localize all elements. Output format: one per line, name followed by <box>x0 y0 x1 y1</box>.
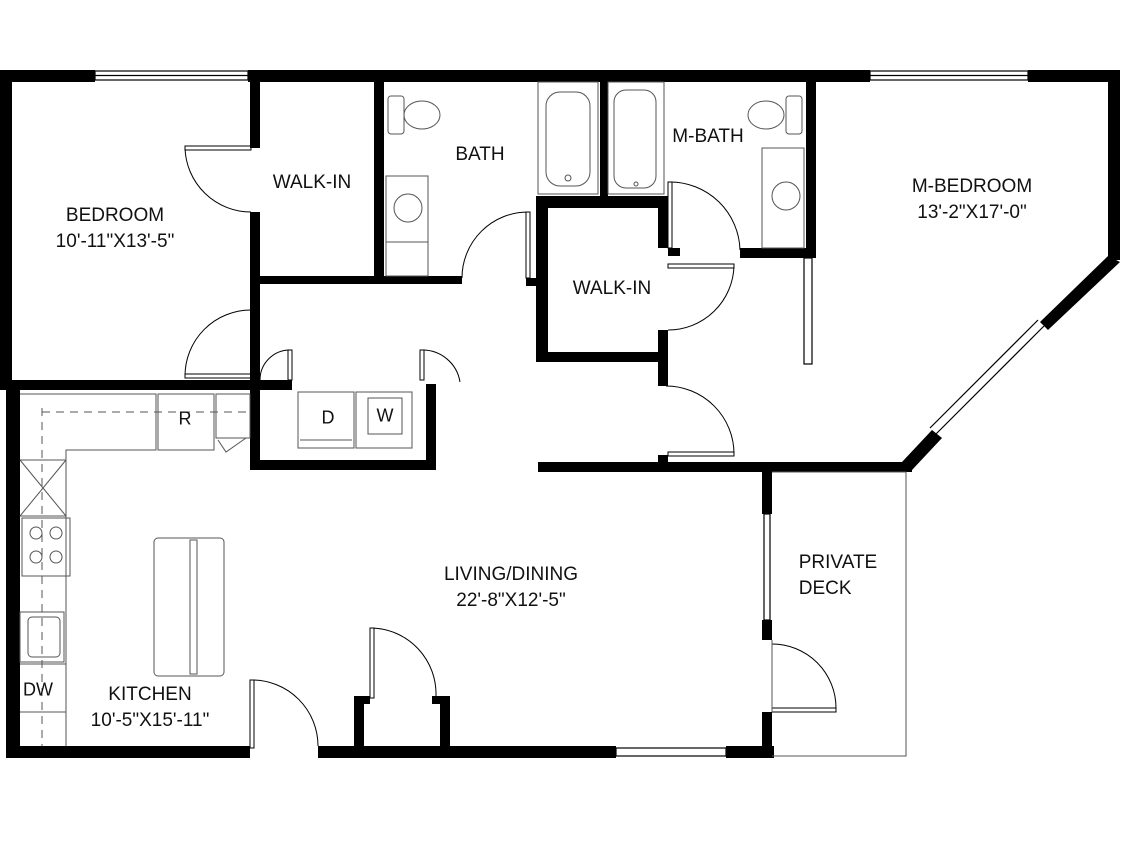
walls <box>0 70 1120 758</box>
room-bedroom: BEDROOM 10'-11"X13'-5" <box>56 203 175 255</box>
room-walkin-closet-1: WALK-IN <box>273 170 351 196</box>
room-walkin-closet-2: WALK-IN <box>573 276 651 302</box>
room-dimensions: 10'-5"X15'-11" <box>90 710 210 731</box>
room-name: KITCHEN <box>108 684 192 705</box>
refrigerator-label: R <box>178 408 192 429</box>
room-name: WALK-IN <box>272 172 352 193</box>
room-dimensions: 13'-2"X17'-0" <box>917 202 1027 223</box>
room-name: LIVING/DINING <box>443 564 579 585</box>
room-dimensions: 10'-11"X13'-5" <box>55 231 175 252</box>
dryer-label: D <box>321 407 335 428</box>
deck-outline <box>771 471 907 757</box>
doors <box>184 145 837 749</box>
room-master-bath: M-BATH <box>672 124 743 150</box>
room-name: BATH <box>455 144 505 165</box>
room-private-deck: PRIVATE DECK <box>799 550 877 602</box>
dishwasher-label: DW <box>23 679 53 700</box>
room-name: WALK-IN <box>572 278 652 299</box>
room-name: M-BATH <box>672 126 744 147</box>
room-name-line2: DECK <box>798 578 852 599</box>
fixtures <box>19 81 805 746</box>
room-kitchen: KITCHEN 10'-5"X15'-11" <box>91 682 210 734</box>
room-living-dining: LIVING/DINING 22'-8"X12'-5" <box>444 562 578 614</box>
room-master-bedroom: M-BEDROOM 13'-2"X17'-0" <box>912 174 1032 226</box>
room-name: BEDROOM <box>65 205 165 226</box>
room-bath: BATH <box>455 142 504 168</box>
room-name: M-BEDROOM <box>911 176 1033 197</box>
windows <box>94 70 1045 757</box>
room-dimensions: 22'-8"X12'-5" <box>456 590 566 611</box>
room-name: PRIVATE <box>798 552 878 573</box>
washer-label: W <box>376 405 394 426</box>
